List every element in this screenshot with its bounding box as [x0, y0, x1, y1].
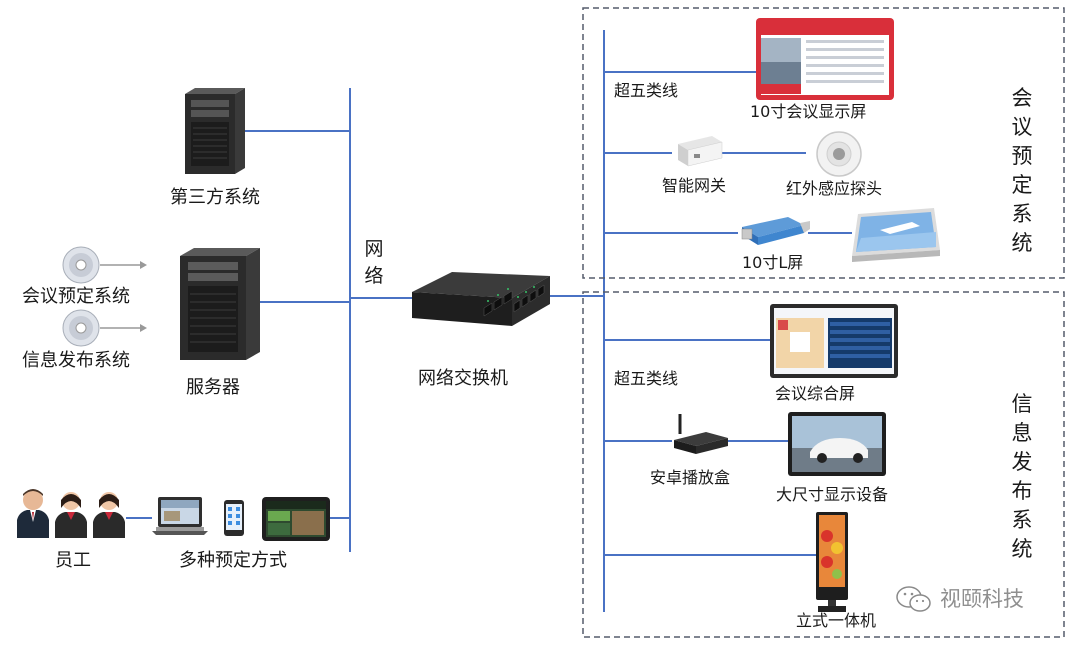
staff-people-icon [17, 489, 125, 538]
large-display-label: 大尺寸显示设备 [776, 485, 889, 504]
cd-disc-icon [62, 309, 100, 347]
tablet-icon [262, 497, 330, 541]
info-group-box [582, 291, 1065, 638]
meeting-screen-label: 会议综合屏 [775, 384, 856, 403]
laptop-icon [152, 497, 208, 535]
info-system-label: 信息发布系统 [22, 350, 130, 371]
booking-methods-label: 多种预定方式 [179, 550, 287, 571]
gateway-label: 智能网关 [662, 176, 727, 195]
meeting-display-icon [756, 18, 894, 100]
ir-sensor-icon [816, 131, 862, 177]
smartphone-icon [224, 500, 244, 536]
switch-label: 网络交换机 [418, 368, 508, 389]
bottom-cable-label: 超五类线 [614, 369, 679, 388]
server-label: 服务器 [186, 377, 240, 398]
smart-gateway-icon [678, 136, 723, 167]
ir-sensor-label: 红外感应探头 [786, 179, 883, 198]
third-party-label: 第三方系统 [170, 187, 260, 208]
kiosk-label: 立式一体机 [796, 611, 877, 630]
l-screen-icon [852, 208, 940, 262]
top-cable-label: 超五类线 [614, 81, 679, 100]
booking-system-label: 会议预定系统 [22, 286, 130, 307]
network-label: 网络 [364, 238, 384, 287]
usb-adapter-icon [741, 217, 810, 245]
display10-label: 10寸会议显示屏 [750, 102, 867, 121]
watermark-text: 视颐科技 [940, 587, 1024, 611]
lscreen-label: 10寸L屏 [742, 253, 804, 272]
large-display-icon [788, 412, 886, 476]
info-group-title: 信息发布系统 [1011, 392, 1033, 561]
tower-server-icon [185, 88, 245, 174]
meeting-screen-icon [770, 304, 898, 378]
network-switch-icon [412, 272, 550, 326]
wechat-icon [896, 586, 931, 612]
cd-disc-icon [62, 246, 100, 284]
booking-group-title: 会议预定系统 [1011, 86, 1033, 255]
server-icon [180, 248, 260, 360]
kiosk-icon [816, 512, 848, 612]
staff-label: 员工 [55, 550, 91, 571]
android-box-icon [674, 414, 728, 454]
android-box-label: 安卓播放盒 [650, 468, 731, 487]
booking-group-box [582, 7, 1065, 279]
